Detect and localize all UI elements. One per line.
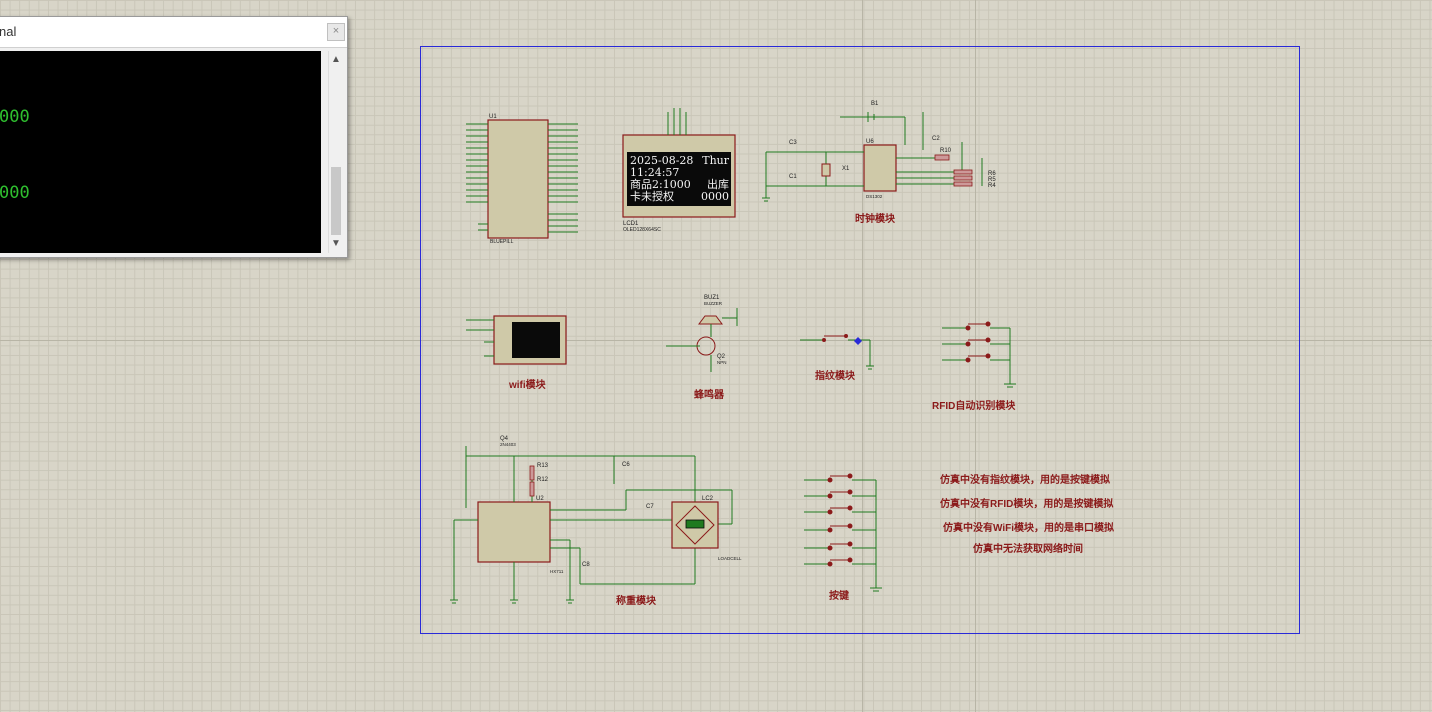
c1-ref: C1 <box>789 174 797 180</box>
terminal-line-1: 000 <box>0 107 30 127</box>
weigh-circuit[interactable] <box>453 446 733 600</box>
buzzer-ref: BUZ1 <box>704 295 720 301</box>
c3-ref: C3 <box>789 140 797 146</box>
loadcell-part: LOADCELL <box>718 556 742 561</box>
loadcell-ref: LC2 <box>702 496 714 502</box>
r10-ref: R10 <box>940 148 952 154</box>
mcu-part: BLUEPILL <box>490 239 514 245</box>
c2-ref: C2 <box>932 136 940 142</box>
note-fingerprint: 仿真中没有指纹模块，用的是按键模拟 <box>940 475 1110 486</box>
keypad[interactable] <box>804 473 877 588</box>
c6-ref: C6 <box>622 462 630 468</box>
oled-line3-right: 出库 <box>707 178 729 191</box>
note-wifi: 仿真中没有WiFi模块，用的是串口模拟 <box>943 523 1115 534</box>
oled-part: OLED128X64SC <box>623 227 661 233</box>
oled-line3-left: 商品2:1000 <box>630 178 691 191</box>
grid-major-h <box>0 340 1432 341</box>
scroll-thumb[interactable] <box>331 167 341 235</box>
oled-display: 2025-08-28 Thur 11:24:57 商品2:1000 出库 卡未授… <box>627 152 731 206</box>
hx711-part: HX711 <box>550 569 564 574</box>
mcu-bluepill[interactable] <box>466 119 578 239</box>
crystal-ref: X1 <box>842 166 850 172</box>
q2-ref: Q2 <box>717 354 726 360</box>
close-icon[interactable]: × <box>327 23 345 41</box>
r5-ref: R5 <box>988 177 996 183</box>
scroll-up-icon[interactable]: ▲ <box>331 54 341 65</box>
c7-ref: C7 <box>646 504 654 510</box>
r4-ref: R4 <box>988 183 996 189</box>
r13-ref: R13 <box>537 463 549 469</box>
terminal-line-2: 000 <box>0 183 30 203</box>
q2-part: NPN <box>717 360 727 365</box>
mcu-ref: U1 <box>489 114 497 120</box>
c8-ref: C8 <box>582 562 590 568</box>
rtc-part: DS1302 <box>866 194 883 199</box>
rfid-keys[interactable] <box>942 321 1011 384</box>
r6-ref: R6 <box>988 171 996 177</box>
terminal-title[interactable]: nal <box>0 17 347 48</box>
grid-major-v <box>862 0 863 712</box>
terminal-scrollbar[interactable]: ▲ ▼ <box>328 51 343 253</box>
note-rfid: 仿真中没有RFID模块，用的是按键模拟 <box>940 499 1114 510</box>
caption-weigh: 称重模块 <box>616 596 656 607</box>
caption-fingerprint: 指纹模块 <box>815 371 855 382</box>
note-network-time: 仿真中无法获取网络时间 <box>973 544 1083 555</box>
oled-ref: LCD1 <box>623 221 639 227</box>
virtual-terminal-window[interactable]: nal × 000 000 ▲ ▼ <box>0 16 348 258</box>
caption-wifi: wifi模块 <box>509 380 546 391</box>
terminal-screen[interactable]: 000 000 <box>0 51 321 253</box>
buzzer-part: BUZZER <box>704 301 723 306</box>
r12-ref: R12 <box>537 477 549 483</box>
wifi-module[interactable] <box>466 315 567 365</box>
caption-clock: 时钟模块 <box>855 214 895 225</box>
buzzer-circuit[interactable] <box>666 308 738 372</box>
caption-buzzer: 蜂鸣器 <box>694 390 724 401</box>
ground-symbols <box>450 197 1016 604</box>
scroll-down-icon[interactable]: ▼ <box>331 238 341 249</box>
oled-line1-left: 2025-08-28 <box>630 154 694 167</box>
caption-rfid: RFID自动识别模块 <box>932 401 1016 412</box>
oled-line1-right: Thur <box>702 154 729 167</box>
oled-line4-left: 卡未授权 <box>630 190 674 203</box>
q4-ref: Q4 <box>500 436 509 442</box>
oled-line4-right: 0000 <box>701 190 729 203</box>
battery-ref: B1 <box>871 101 879 107</box>
q4-part: 2N4403 <box>500 442 516 447</box>
oled-line2-left: 11:24:57 <box>630 166 680 179</box>
sheet-frame <box>420 46 1300 634</box>
rtc-module[interactable] <box>765 112 983 198</box>
fingerprint-key[interactable] <box>800 334 871 366</box>
hx711-ref: U2 <box>536 496 544 502</box>
rtc-ref: U6 <box>866 139 874 145</box>
caption-keys: 按键 <box>829 591 849 602</box>
